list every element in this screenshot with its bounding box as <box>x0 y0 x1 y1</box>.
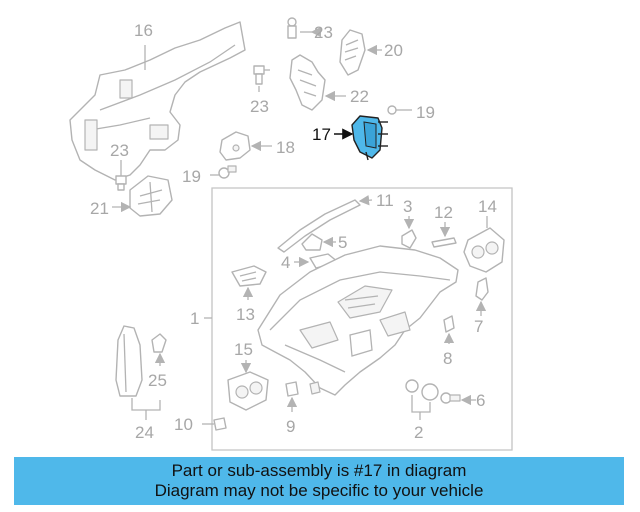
label-24: 24 <box>135 423 154 442</box>
label-20: 20 <box>384 41 403 60</box>
label-17-highlighted: 17 <box>312 125 331 144</box>
label-10: 10 <box>174 415 193 434</box>
label-15: 15 <box>234 340 253 359</box>
parts-diagram: 16 23 20 23 22 19 <box>69 17 513 451</box>
vent-part-14 <box>463 216 505 273</box>
instrument-panel-part-1 <box>257 245 459 396</box>
clip-part-3 <box>401 216 417 249</box>
label-6: 6 <box>476 391 485 410</box>
label-12: 12 <box>434 203 453 222</box>
trim-strip-part-11 <box>277 195 373 253</box>
side-panel-part-24 <box>115 325 161 420</box>
clip-part-23-left <box>115 160 127 191</box>
bracket-part-18 <box>219 131 272 161</box>
screw-part-6 <box>440 392 476 406</box>
clip-part-10 <box>202 417 227 431</box>
clip-part-25 <box>151 333 167 366</box>
label-8: 8 <box>443 349 452 368</box>
label-25: 25 <box>148 371 167 390</box>
clip-part-23-middle <box>253 65 270 92</box>
label-16: 16 <box>134 21 153 40</box>
cross-car-beam-part-16 <box>69 21 246 181</box>
label-9: 9 <box>286 417 295 436</box>
banner-line-1: Part or sub-assembly is #17 in diagram <box>171 461 467 480</box>
info-banner: Part or sub-assembly is #17 in diagram D… <box>14 457 624 505</box>
label-7: 7 <box>474 317 483 336</box>
label-14: 14 <box>478 197 497 216</box>
knob-part-5 <box>301 233 336 251</box>
clip-part-23-top <box>287 17 322 39</box>
bracket-part-21 <box>112 175 173 217</box>
label-21: 21 <box>90 199 109 218</box>
label-23-left: 23 <box>110 141 129 160</box>
label-4: 4 <box>281 253 290 272</box>
screw-part-19-upper <box>387 105 412 115</box>
bracket-part-17-highlighted <box>334 115 388 161</box>
banner-line-2: Diagram may not be specific to your vehi… <box>154 481 484 500</box>
label-3: 3 <box>403 197 412 216</box>
bracket-part-22 <box>289 54 346 111</box>
vent-part-15 <box>227 360 269 411</box>
vent-part-13 <box>231 265 267 300</box>
label-19-lower: 19 <box>182 167 201 186</box>
label-11: 11 <box>376 191 394 210</box>
label-18: 18 <box>276 138 295 157</box>
label-19-upper: 19 <box>416 103 435 122</box>
label-22: 22 <box>350 87 369 106</box>
label-13: 13 <box>236 305 255 324</box>
vent-part-20 <box>339 29 382 76</box>
knob-part-2 <box>405 379 439 420</box>
assembly-1-bracket <box>211 187 513 451</box>
label-23-middle: 23 <box>250 97 269 116</box>
bracket-part-7 <box>475 277 489 316</box>
trim-part-12 <box>431 222 457 248</box>
label-2: 2 <box>414 423 423 442</box>
clip-part-8 <box>443 315 455 344</box>
screw-part-19-lower <box>210 165 237 179</box>
clip-part-9 <box>285 381 321 412</box>
label-1: 1 <box>190 309 199 328</box>
label-5: 5 <box>338 233 347 252</box>
label-23-top: 23 <box>314 23 333 42</box>
